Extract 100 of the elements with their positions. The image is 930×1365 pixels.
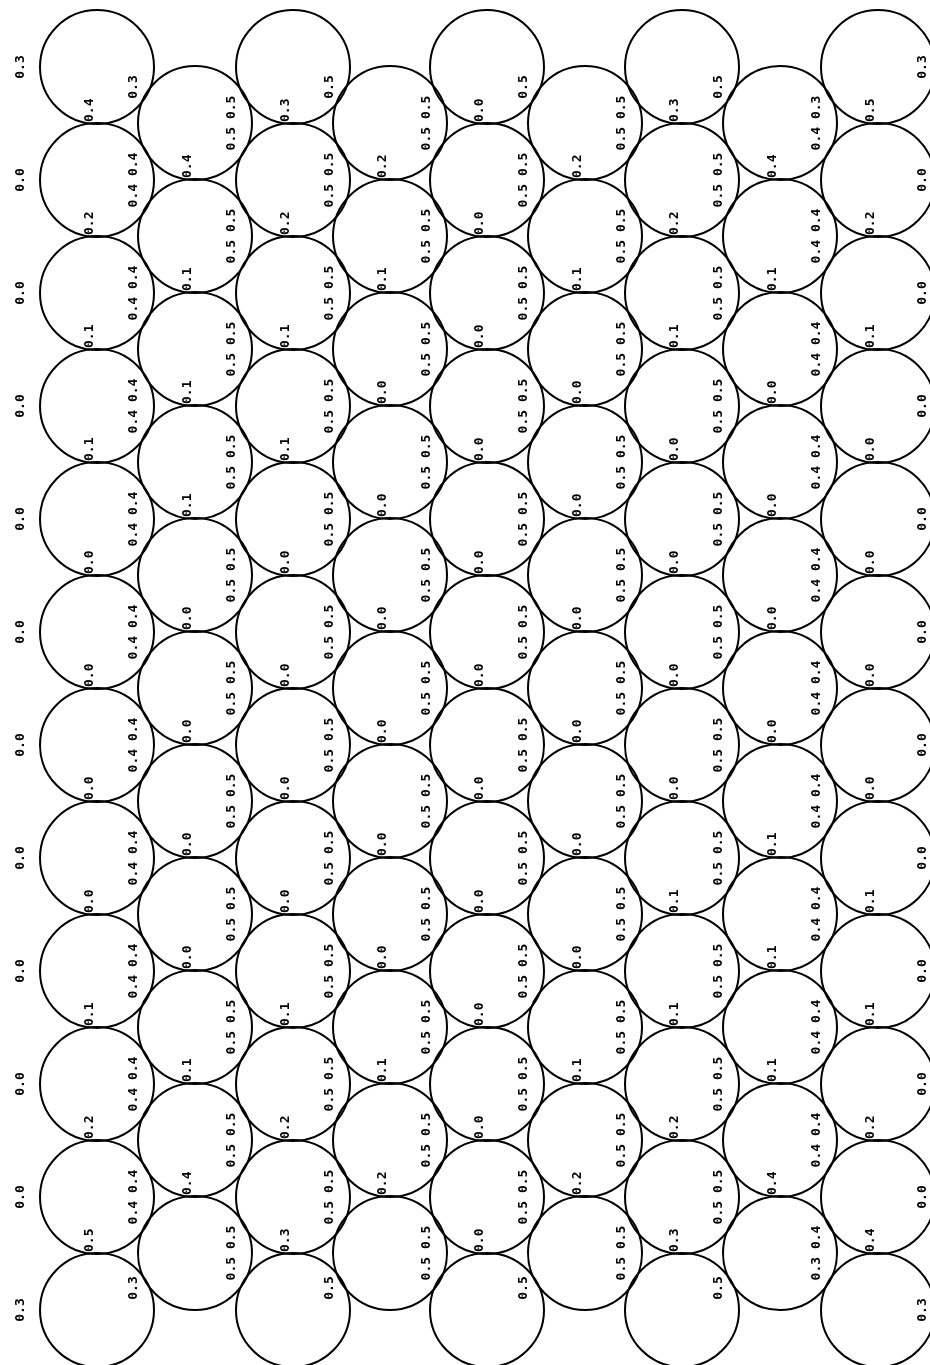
value-label: 0.4 0.4 bbox=[126, 1169, 140, 1225]
value-label: 0.0 bbox=[667, 437, 681, 461]
value-label: 0.4 0.4 bbox=[126, 604, 140, 660]
value-label: 0.4 bbox=[863, 1228, 877, 1252]
value-label: 0.4 0.4 bbox=[809, 547, 823, 603]
value-label: 0.0 bbox=[667, 776, 681, 800]
value-label: 0.5 0.5 bbox=[711, 943, 725, 999]
value-label: 0.0 bbox=[863, 550, 877, 574]
value-label: 0.5 bbox=[82, 1228, 96, 1252]
value-label: 0.4 0.4 bbox=[809, 773, 823, 829]
value-label: 0.4 0.4 bbox=[809, 321, 823, 377]
value-label: 0.2 bbox=[375, 1171, 389, 1195]
value-label: 0.1 bbox=[180, 493, 194, 517]
value-label: 0.0 bbox=[472, 776, 486, 800]
value-label: 0.2 bbox=[570, 1171, 584, 1195]
value-label: 0.4 0.4 bbox=[126, 378, 140, 434]
value-label: 0.5 0.5 bbox=[224, 1225, 238, 1281]
value-label: 0.5 0.5 bbox=[419, 886, 433, 942]
value-label: 0.0 bbox=[570, 493, 584, 517]
value-label: 0.5 0.5 bbox=[614, 1225, 628, 1281]
value-label: 0.5 0.5 bbox=[322, 717, 336, 773]
value-label: 0.2 bbox=[82, 1115, 96, 1139]
value-label: 0.2 bbox=[863, 211, 877, 235]
value-label: 0.3 bbox=[278, 98, 292, 122]
value-label: 0.5 0.5 bbox=[614, 208, 628, 264]
value-label: 0.0 bbox=[863, 776, 877, 800]
value-label: 0.0 bbox=[13, 1185, 27, 1209]
value-label: 0.0 bbox=[915, 1185, 929, 1209]
value-label: 0.5 0.5 bbox=[224, 886, 238, 942]
value-label: 0.0 bbox=[863, 663, 877, 687]
value-label: 0.0 bbox=[13, 959, 27, 983]
value-label: 0.0 bbox=[472, 663, 486, 687]
value-label: 0.3 bbox=[278, 1228, 292, 1252]
value-label: 0.5 bbox=[711, 75, 725, 99]
value-label: 0.5 0.5 bbox=[614, 547, 628, 603]
value-label: 0.3 bbox=[13, 1298, 27, 1322]
value-label: 0.5 0.5 bbox=[322, 604, 336, 660]
value-label: 0.5 0.5 bbox=[224, 1112, 238, 1168]
value-label: 0.5 0.5 bbox=[711, 491, 725, 547]
value-label: 0.0 bbox=[915, 1072, 929, 1096]
value-label: 0.5 0.5 bbox=[516, 943, 530, 999]
value-label: 0.5 0.5 bbox=[419, 434, 433, 490]
value-label: 0.1 bbox=[765, 832, 779, 856]
value-label: 0.0 bbox=[180, 719, 194, 743]
value-label: 0.0 bbox=[472, 211, 486, 235]
value-label: 0.5 0.5 bbox=[322, 830, 336, 886]
value-label: 0.5 bbox=[516, 1276, 530, 1300]
value-label: 0.5 0.5 bbox=[516, 604, 530, 660]
value-label: 0.3 bbox=[915, 55, 929, 79]
value-label: 0.0 bbox=[472, 1002, 486, 1026]
value-label: 0.5 0.5 bbox=[224, 321, 238, 377]
value-label: 0.0 bbox=[863, 437, 877, 461]
value-label: 0.1 bbox=[667, 324, 681, 348]
value-label: 0.5 0.5 bbox=[711, 604, 725, 660]
value-label: 0.0 bbox=[375, 380, 389, 404]
value-label: 0.0 bbox=[13, 507, 27, 531]
value-label: 0.1 bbox=[375, 267, 389, 291]
value-label: 0.5 bbox=[322, 1276, 336, 1300]
value-label: 0.0 bbox=[375, 945, 389, 969]
value-label: 0.0 bbox=[472, 98, 486, 122]
value-label: 0.5 0.5 bbox=[516, 830, 530, 886]
value-label: 0.3 bbox=[126, 75, 140, 99]
value-label: 0.4 0.4 bbox=[809, 434, 823, 490]
value-label: 0.0 bbox=[765, 380, 779, 404]
value-label: 0.0 bbox=[82, 889, 96, 913]
value-label: 0.1 bbox=[765, 1058, 779, 1082]
value-label: 0.5 0.5 bbox=[224, 999, 238, 1055]
value-label: 0.0 bbox=[13, 733, 27, 757]
value-label: 0.3 0.4 bbox=[809, 1225, 823, 1281]
value-label: 0.3 bbox=[13, 55, 27, 79]
value-label: 0.0 bbox=[570, 380, 584, 404]
value-label: 0.5 0.5 bbox=[711, 717, 725, 773]
value-label: 0.1 bbox=[570, 1058, 584, 1082]
value-label: 0.3 bbox=[915, 1298, 929, 1322]
value-label: 0.5 0.5 bbox=[322, 265, 336, 321]
value-label: 0.1 bbox=[375, 1058, 389, 1082]
value-label: 0.5 0.5 bbox=[322, 152, 336, 208]
value-label: 0.5 0.5 bbox=[711, 1169, 725, 1225]
value-label: 0.5 0.5 bbox=[419, 1112, 433, 1168]
value-label: 0.5 0.5 bbox=[614, 999, 628, 1055]
value-label: 0.5 0.5 bbox=[711, 1056, 725, 1112]
value-label: 0.5 0.5 bbox=[322, 491, 336, 547]
value-label: 0.5 0.5 bbox=[224, 95, 238, 151]
value-label: 0.5 0.5 bbox=[224, 208, 238, 264]
value-label: 0.1 bbox=[667, 889, 681, 913]
value-label: 0.4 0.4 bbox=[809, 660, 823, 716]
value-label: 0.0 bbox=[570, 606, 584, 630]
value-label: 0.1 bbox=[82, 437, 96, 461]
value-label: 0.5 0.5 bbox=[224, 660, 238, 716]
value-label: 0.0 bbox=[13, 620, 27, 644]
value-label: 0.4 bbox=[180, 154, 194, 178]
value-label: 0.5 0.5 bbox=[419, 773, 433, 829]
value-label: 0.2 bbox=[82, 211, 96, 235]
value-label: 0.4 0.4 bbox=[126, 491, 140, 547]
value-label: 0.3 bbox=[126, 1276, 140, 1300]
value-label: 0.5 0.5 bbox=[711, 378, 725, 434]
value-label: 0.5 0.5 bbox=[419, 1225, 433, 1281]
value-label: 0.1 bbox=[82, 1002, 96, 1026]
value-label: 0.5 0.5 bbox=[614, 773, 628, 829]
value-label: 0.4 bbox=[765, 1171, 779, 1195]
